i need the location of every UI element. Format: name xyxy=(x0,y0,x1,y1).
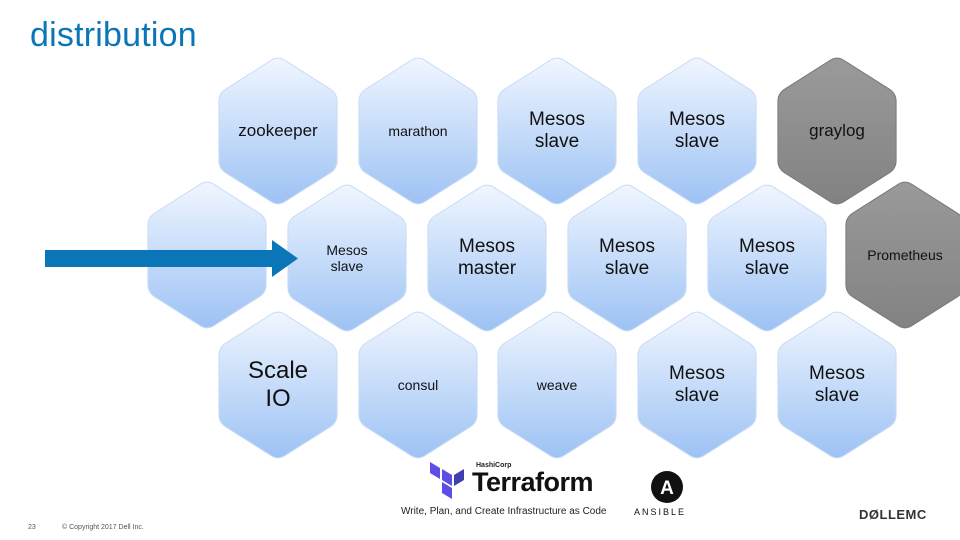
terraform-wordmark: Terraform xyxy=(472,467,594,497)
hex-zookeeper xyxy=(218,57,338,205)
hex-mesos-slave-bot-2 xyxy=(777,311,897,459)
ansible-logo-icon: A xyxy=(651,471,683,503)
arrow-icon xyxy=(45,240,298,277)
copyright-text: © Copyright 2017 Dell Inc. xyxy=(62,524,144,531)
ansible-wordmark: ANSIBLE xyxy=(634,507,687,517)
hex-weave xyxy=(497,311,617,459)
terraform-logo-icon xyxy=(430,462,464,499)
ansible-logo-letter: A xyxy=(660,478,674,499)
hex-marathon xyxy=(358,57,478,205)
slide-title: distribution xyxy=(30,16,197,54)
hex-mesos-slave-mid-1 xyxy=(287,184,407,332)
hex-graylog xyxy=(777,57,897,205)
terraform-tagline: Write, Plan, and Create Infrastructure a… xyxy=(401,506,607,517)
page-number: 23 xyxy=(28,524,36,531)
hex-mesos-slave-bot-1 xyxy=(637,311,757,459)
hex-mesos-slave-mid-2 xyxy=(567,184,687,332)
hex-prometheus xyxy=(845,181,960,329)
hex-mesos-slave-top-1 xyxy=(497,57,617,205)
hashicorp-label: HashiCorp xyxy=(476,462,512,469)
hex-mesos-master xyxy=(427,184,547,332)
hex-scaleio xyxy=(218,311,338,459)
dell-emc-logo: DØLLEMC xyxy=(859,507,927,522)
hex-consul xyxy=(358,311,478,459)
hex-mesos-slave-top-2 xyxy=(637,57,757,205)
hex-mesos-slave-mid-3 xyxy=(707,184,827,332)
